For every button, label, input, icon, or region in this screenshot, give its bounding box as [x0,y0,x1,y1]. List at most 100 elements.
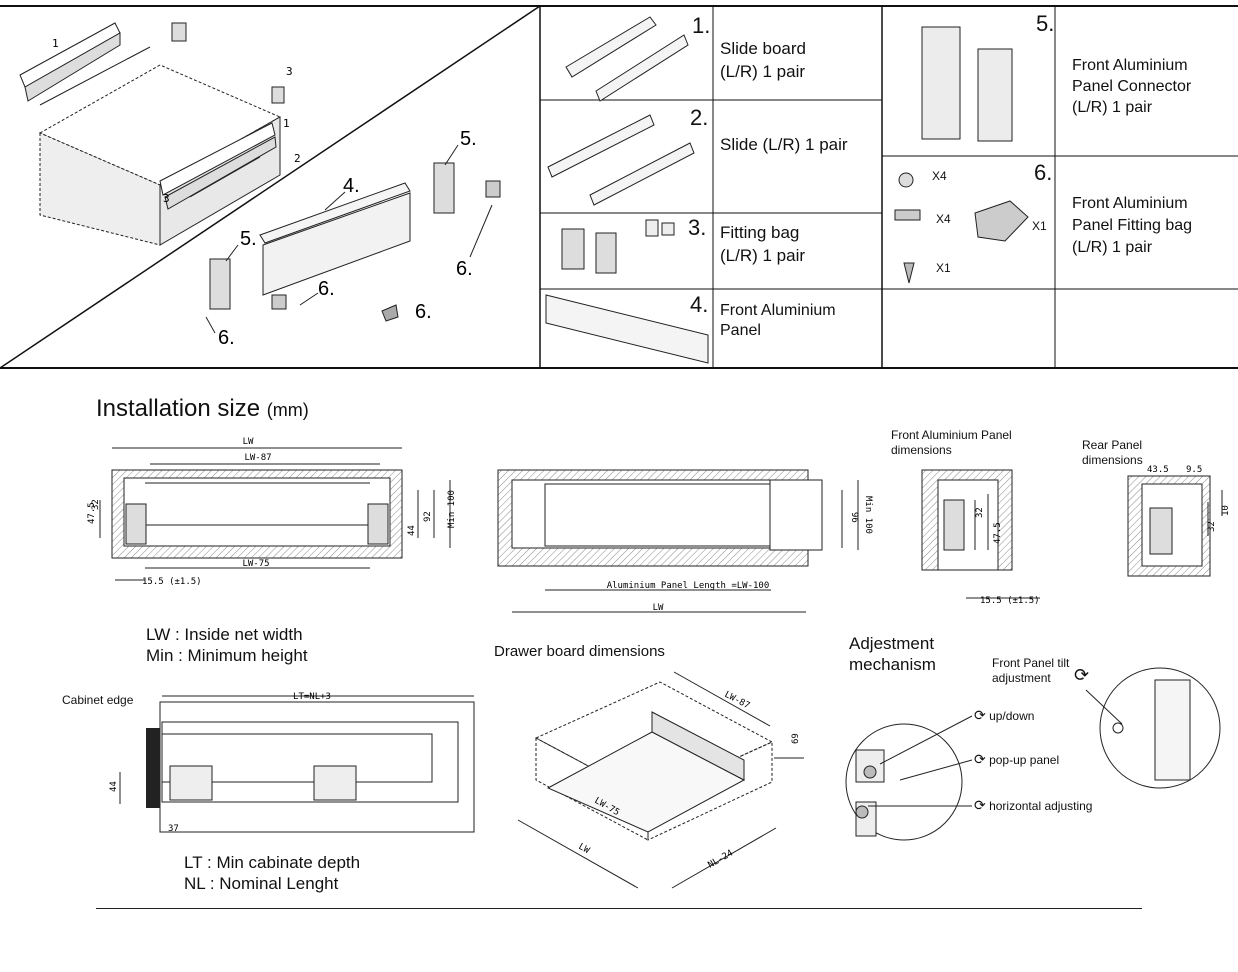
explode-label-1b: 1 [283,117,290,130]
cell-6-label-line: Front Aluminium [1072,195,1188,212]
parts-table-grid: 1 1 2 3 3 4. 5. 5. 6. 6. 6. 6. [0,5,1238,369]
legend-line: NL : Nominal Lenght [184,874,339,893]
rear-panel-dims-drawing [1127,475,1223,577]
front-panel-dims-drawing [921,469,1040,599]
cell-4-number: 4. [690,292,709,317]
panel-length-drawing [497,469,859,613]
rear-dim-32: 32 [1207,521,1217,532]
front-dim-44: 44 [407,525,417,536]
legend-width: LW : Inside net width Min : Minimum heig… [146,624,308,666]
side-dim-44: 44 [109,781,119,792]
legend-line: Min : Minimum height [146,646,308,665]
rear-dim-9-5: 9.5 [1186,465,1202,475]
fitting-count-clip: X1 [1032,219,1047,233]
bottom-divider [96,908,1142,909]
panel-fitting-bag-image [894,172,1029,284]
front-dim-92: 92 [423,511,433,522]
cabinet-edge-label: Cabinet edge [62,693,134,707]
legend-line: LW : Inside net width [146,625,303,644]
cell-5-number: 5. [1036,11,1055,36]
cell-2-label-line: Slide (L/R) 1 pair [720,135,848,154]
cell-5-label: Front Aluminium Panel Connector (L/R) 1 … [1072,55,1191,118]
board-dim-69: 69 [791,733,801,744]
cell-1-number: 1. [692,13,711,38]
side-dim-37: 37 [168,824,179,834]
front-view-drawing [99,447,451,581]
drawer-board-drawing [517,671,804,889]
front-panel-dim-32: 32 [975,507,985,518]
board-dim-nl24: NL-24 [707,848,735,870]
installation-unit: (mm) [266,400,309,420]
rear-panel-dims-title: Rear Panel dimensions [1082,438,1143,468]
explode-label-3b: 3 [286,65,293,78]
cell-1-label-line: Slide board [720,39,807,58]
fitting-count-screw-b: X4 [936,212,951,226]
panel-dim-96: 96 [849,512,859,523]
front-dim-offset: 15.5 (±1.5) [142,577,202,587]
cell-2-label: Slide (L/R) 1 pair [720,133,848,156]
front-dim-47-5: 47.5 [87,502,97,524]
front-panel-dims-title-line: Front Aluminium Panel [891,428,1012,442]
adjust-updown: ⟳ up/down [974,707,1034,724]
legend-line: LT : Min cabinate depth [184,853,361,872]
adjust-updown-label: up/down [989,709,1035,723]
cell-2-number: 2. [690,105,709,130]
cell-5-label-line: Panel Connector [1072,78,1192,95]
board-dim-lw87: LW-87 [723,690,752,712]
rear-dim-10: 10 [1221,505,1231,516]
rear-dim-43-5: 43.5 [1147,465,1169,475]
front-dim-lw87: LW-87 [244,453,271,463]
explode-label-5b: 5. [240,228,257,250]
explode-label-2: 2 [294,152,301,165]
front-dim-lw: LW [243,437,254,447]
front-panel-dim-47-5: 47.5 [993,522,1003,544]
board-dim-lw: LW [577,842,592,856]
rotate-arrows-icon: ⟳ [974,707,986,723]
cell-1-label-line: (L/R) 1 pair [720,62,806,81]
slide-image [547,114,695,206]
front-dim-lw75: LW-75 [242,559,269,569]
panel-connector-image [921,26,1013,142]
front-panel-dims-title-line: dimensions [891,443,952,457]
parts-table: 1 1 2 3 3 4. 5. 5. 6. 6. 6. 6. [0,5,1238,369]
slide-board-image [565,16,689,102]
cell-4-label-line: Panel [720,322,761,339]
installation-drawings: LW LW-87 LW-75 15.5 (±1.5) 47.5 32 44 92… [87,437,1231,889]
adjustment-title-line: mechanism [849,655,936,674]
front-dim-32: 32 [91,499,101,510]
cell-5-label-line: (L/R) 1 pair [1072,99,1153,116]
explode-label-5a: 5. [460,128,477,150]
front-panel-dims-title: Front Aluminium Panel dimensions [891,428,1012,458]
side-dim-lt: LT=NL+3 [293,692,331,702]
adjustment-title-line: Adjestment [849,634,935,653]
cell-6-label-line: (L/R) 1 pair [1072,239,1153,256]
rear-panel-dims-title-line: dimensions [1082,453,1143,467]
front-panel-image [545,294,709,364]
rotate-arrows-icon: ⟳ [974,751,986,767]
cell-1-label: Slide board (L/R) 1 pair [720,37,806,83]
adjust-popup-label: pop-up panel [989,753,1060,767]
cell-3-label-line: Fitting bag [720,223,800,242]
explode-label-6c: 6. [415,301,432,323]
explode-label-3: 3 [163,192,170,205]
cell-3-label-line: (L/R) 1 pair [720,246,806,265]
cell-4-label: Front Aluminium Panel [720,301,836,341]
legend-depth: LT : Min cabinate depth NL : Nominal Len… [184,852,360,894]
explode-label-6a: 6. [456,258,473,280]
cell-6-label-line: Panel Fitting bag [1072,217,1193,234]
front-dim-min100: Min 100 [447,490,457,528]
side-view-drawing [119,695,475,833]
cell-4-label-line: Front Aluminium [720,302,836,319]
fitting-count-screw-a: X4 [932,169,947,183]
explode-label-4: 4. [343,175,360,197]
rotate-arrows-icon: ⟳ [974,797,986,813]
installation-title-text: Installation size [96,395,261,422]
adjust-horizontal-label: horizontal adjusting [989,799,1093,813]
cell-3-label: Fitting bag (L/R) 1 pair [720,221,805,267]
panel-dim-length: Aluminium Panel Length =LW-100 [607,581,770,591]
panel-dim-lw: LW [653,603,664,613]
explode-label-6b: 6. [318,278,335,300]
rear-panel-dims-title-line: Rear Panel [1082,438,1143,452]
fitting-count-pin: X1 [936,261,951,275]
tilt-label-line: adjustment [992,671,1051,685]
